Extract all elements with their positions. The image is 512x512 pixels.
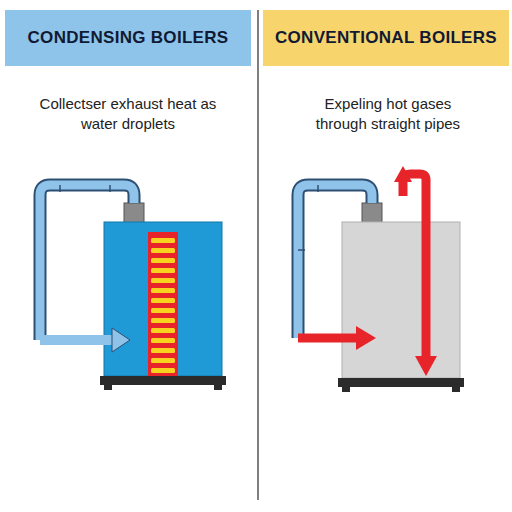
divider-line [257,10,259,500]
subtitle-text: Collectser exhaust heat as water droplet… [38,94,218,133]
header-band: CONVENTIONAL BOILERS [263,10,509,66]
conventional-boiler [298,166,464,392]
header-band: CONDENSING BOILERS [5,10,251,66]
header-text: CONVENTIONAL BOILERS [275,27,497,48]
subtitle-text: Expeling hot gases through straight pipe… [298,94,478,133]
condensing-boiler [40,185,226,390]
header-text: CONDENSING BOILERS [28,27,229,48]
